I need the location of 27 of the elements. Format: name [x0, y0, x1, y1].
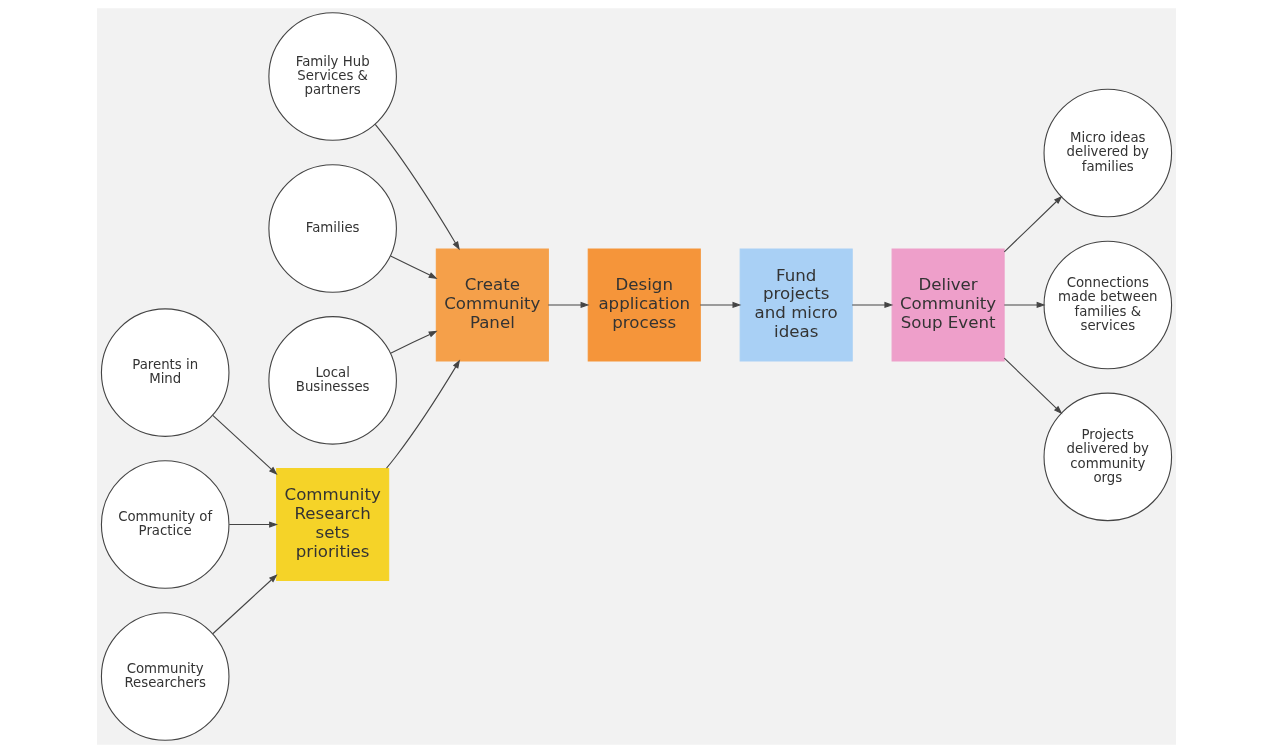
node-box: Create Community Panel	[435, 248, 549, 362]
node-circle: Community of Practice	[100, 460, 230, 589]
node-box: Fund projects and micro ideas	[739, 248, 853, 362]
arrow	[1003, 195, 1063, 253]
arrow	[385, 359, 461, 469]
arrow	[699, 301, 742, 309]
arrow	[547, 301, 590, 309]
arrow	[390, 330, 438, 354]
arrow	[374, 123, 460, 251]
node-box: Community Research sets priorities	[276, 468, 390, 582]
node-circle: Projects delivered by community orgs	[1043, 392, 1173, 522]
node-circle: Parents in Mind	[100, 308, 230, 437]
node-circle: Families	[268, 164, 397, 293]
node-circle: Connections made between families & services	[1043, 240, 1173, 370]
arrow	[1003, 357, 1063, 415]
node-circle: Local Businesses	[268, 316, 397, 445]
arrow	[228, 521, 279, 528]
node-circle: Micro ideas delivered by families	[1043, 88, 1173, 218]
node-circle: Family Hub Services & partners	[268, 12, 397, 141]
node-box: Design application process	[587, 248, 701, 362]
node-circle: Community Researchers	[100, 612, 230, 741]
arrow	[851, 301, 894, 309]
arrow	[212, 574, 278, 635]
node-box: Deliver Community Soup Event	[891, 248, 1005, 362]
arrow	[212, 414, 278, 475]
arrow	[1003, 301, 1046, 309]
arrow	[390, 255, 438, 279]
